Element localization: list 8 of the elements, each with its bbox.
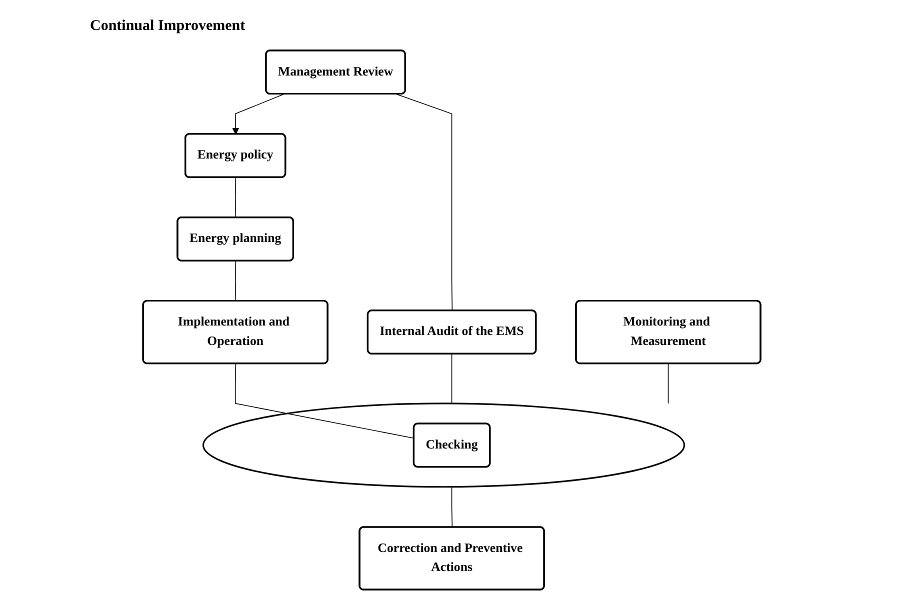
connector <box>235 177 236 218</box>
arrow <box>232 94 284 135</box>
connector <box>235 260 236 302</box>
connector <box>235 363 415 439</box>
note-text: Continual Improvement <box>90 18 246 35</box>
connector <box>452 486 453 528</box>
connector <box>396 94 453 312</box>
connector <box>668 362 669 404</box>
